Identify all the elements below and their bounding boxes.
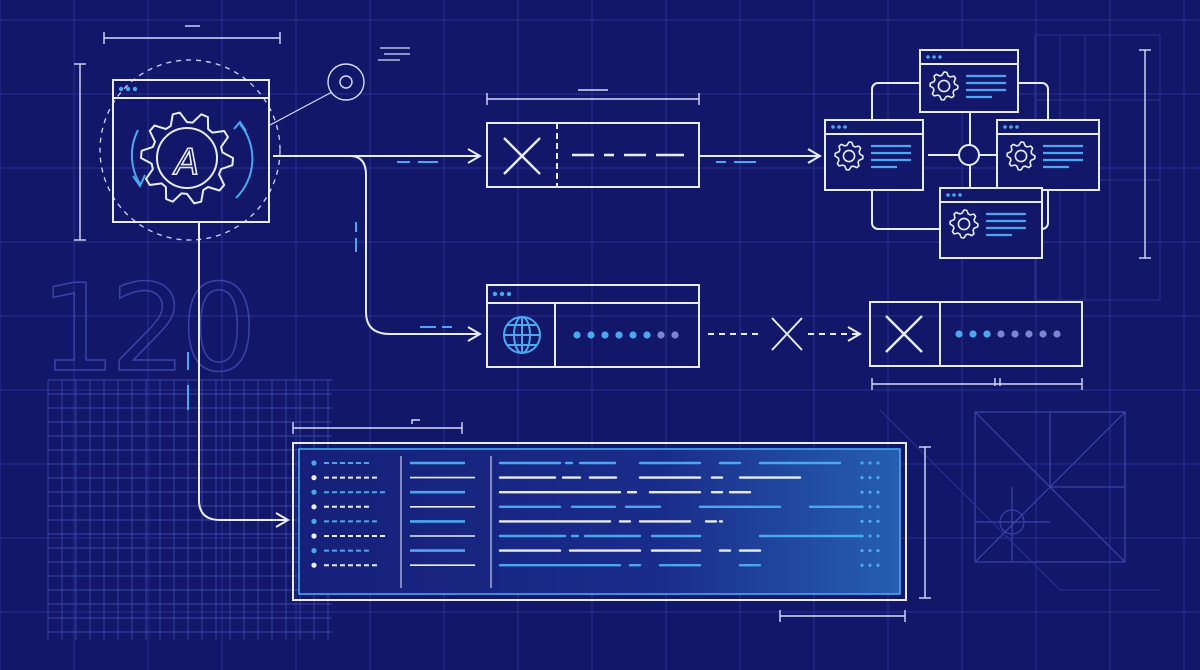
- core-letter: A: [173, 142, 200, 183]
- gear-icon: [834, 141, 864, 171]
- globe-icon: [503, 316, 541, 354]
- core-orbit-ring: [99, 59, 281, 241]
- table-row: [311, 562, 880, 568]
- loading-dots: [955, 330, 1061, 338]
- x-mark-icon: [503, 137, 541, 175]
- progress-dot: [643, 331, 651, 339]
- blocked-connection-x-icon: [771, 317, 803, 351]
- service-window[interactable]: [939, 187, 1043, 259]
- web-request-window[interactable]: [486, 284, 700, 368]
- gear-icon: [929, 71, 959, 101]
- connector-accents: [187, 161, 756, 410]
- progress-dot: [601, 331, 609, 339]
- progress-dot: [1039, 330, 1047, 338]
- connectors: [198, 148, 862, 528]
- blocked-result-box[interactable]: [869, 301, 1083, 367]
- table-row: [311, 460, 880, 466]
- table-row: [311, 518, 880, 525]
- construction-geometry: [879, 34, 1161, 591]
- progress-dot: [1025, 330, 1033, 338]
- callout-target: [269, 47, 410, 126]
- x-mark-icon: [885, 315, 923, 353]
- gear-with-letter-icon: [140, 111, 234, 205]
- core-app-window[interactable]: A: [112, 79, 270, 223]
- log-panel[interactable]: [292, 442, 907, 601]
- progress-dot: [1053, 330, 1061, 338]
- progress-dot: [657, 331, 665, 339]
- progress-dot: [997, 330, 1005, 338]
- blocked-endpoint-box[interactable]: [486, 122, 700, 188]
- progress-dot: [615, 331, 623, 339]
- progress-dot: [955, 330, 963, 338]
- table-row: [311, 475, 880, 481]
- service-window[interactable]: [919, 49, 1019, 113]
- progress-dot: [573, 331, 581, 339]
- table-row: [311, 504, 880, 510]
- progress-dot: [629, 331, 637, 339]
- dense-grid-block: [47, 379, 332, 640]
- gear-icon: [140, 111, 234, 205]
- background-numerals: 120: [40, 260, 251, 399]
- service-window[interactable]: [824, 119, 924, 191]
- progress-dot: [671, 331, 679, 339]
- gear-icon: [1006, 141, 1036, 171]
- table-row: [311, 548, 880, 554]
- table-row: [311, 533, 880, 539]
- dimension-markers: [74, 25, 1151, 622]
- service-window[interactable]: [996, 119, 1100, 191]
- progress-dot: [983, 330, 991, 338]
- loading-dots: [573, 331, 679, 339]
- table-row: [311, 489, 880, 495]
- progress-dot: [587, 331, 595, 339]
- progress-dot: [969, 330, 977, 338]
- gear-icon: [949, 209, 979, 239]
- progress-dot: [1011, 330, 1019, 338]
